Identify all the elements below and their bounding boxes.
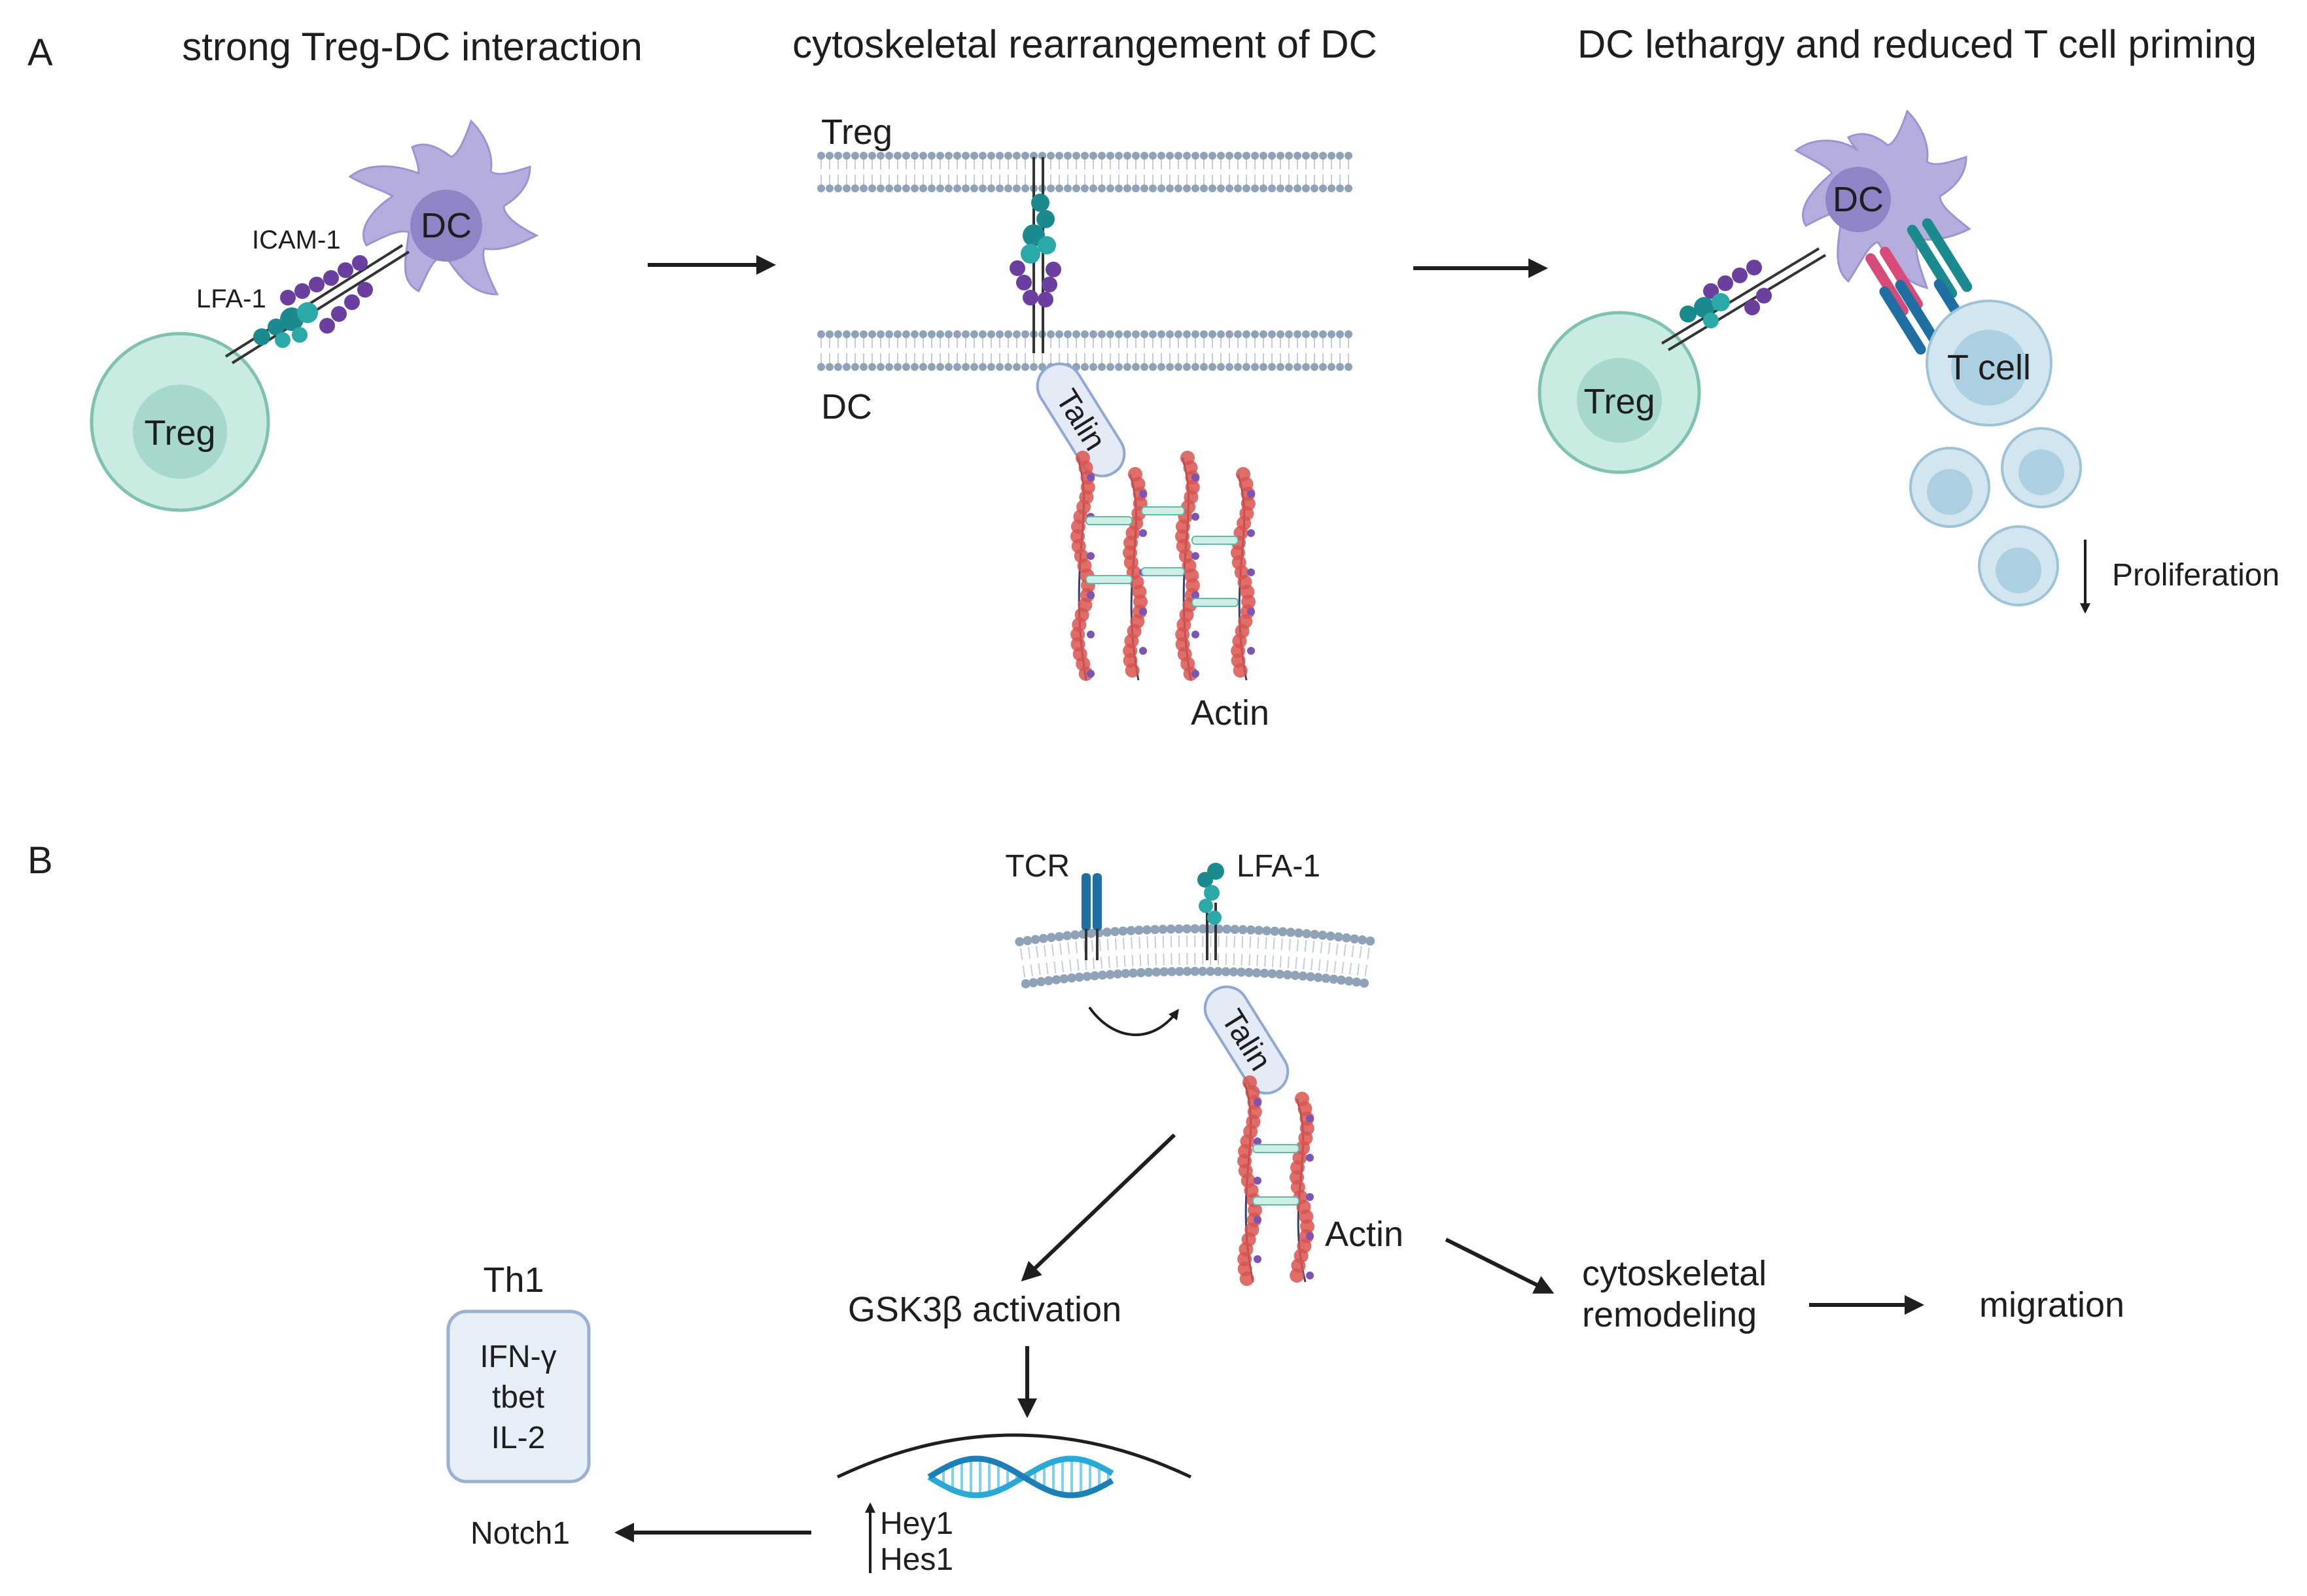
lfa1-label-left: LFA-1 [196,285,266,313]
gsk3b-activation-label: GSK3β activation [848,1290,1121,1329]
actin-label-middle: Actin [1191,693,1269,733]
dc-membrane [817,330,1352,371]
cytoskeletal-remodeling-line1: cytoskeletal [1582,1254,1767,1293]
treg-label-right: Treg [1583,382,1655,421]
treg-membrane-label: Treg [821,113,892,152]
hes1-label: Hes1 [880,1542,953,1577]
tcell-daughter-2 [2001,427,2082,508]
panel-a-title-middle: cytoskeletal rearrangement of DC [792,22,1377,66]
talin-protein-b: Talin [1203,985,1290,1095]
tcr-receptor-b [1082,873,1102,960]
actin-label-b: Actin [1325,1215,1403,1254]
treg-cell-right [1538,311,1701,474]
tcell-daughter-1 [1909,447,1990,528]
lfa1-label-b: LFA-1 [1237,849,1320,884]
icam1-label: ICAM-1 [252,226,341,254]
actin-filaments-b [1237,1075,1314,1286]
actin-filaments-middle [1070,451,1256,681]
dna-helix-icon [927,1455,1114,1499]
lfa1-icam1-complex-left [224,244,410,364]
panel-a-title-left: strong Treg-DC interaction [182,25,643,69]
hey1-label: Hey1 [880,1506,953,1541]
panel-a-title-right: DC lethargy and reduced T cell priming [1577,22,2257,66]
dc-cell-right [1794,109,1971,290]
treg-membrane [817,152,1352,192]
dc-lethargy-scene: Treg DC [1538,109,2280,614]
proliferation-label: Proliferation [2112,558,2280,593]
migration-label: migration [1979,1285,2124,1325]
lfa1-receptor-b [1197,863,1224,960]
curved-membrane-b [1015,924,1375,989]
th1-item-tbet: tbet [492,1380,544,1415]
treg-label-left: Treg [144,413,215,453]
dc-label-right: DC [1833,180,1884,219]
arrow-to-gsk3b [1021,1133,1176,1282]
th1-label: Th1 [483,1260,544,1300]
th1-item-ifng: IFN-γ [480,1340,556,1374]
treg-dc-interaction-scene: Treg DC ICAM-1 LFA-1 [90,119,539,512]
tcell-label: T cell [1947,348,2031,387]
panel-a-letter: A [27,31,53,74]
receptor-pair-middle [1010,157,1061,353]
nuclear-envelope [836,1433,1192,1479]
curved-activation-arrow [1088,1006,1179,1036]
lfa1-icam1-complex-right [1661,247,1827,351]
cytoskeletal-remodeling-line2: remodeling [1582,1295,1757,1334]
arrow-actin-to-remodeling [1445,1238,1555,1294]
dc-cell-left [348,119,539,296]
treg-cell-left [90,332,270,512]
synapse-scene: Treg DC Talin Actin [817,113,1352,733]
th1-item-il2: IL-2 [491,1421,546,1455]
tcell-main [1926,300,2052,426]
tcr-mhc-complex-right [1865,218,1974,355]
notch1-label: Notch1 [470,1516,570,1551]
tcell-daughter-3 [1978,525,2059,606]
th1-cytokine-box [446,1310,591,1483]
dc-membrane-label: DC [821,387,872,426]
panel-b-letter: B [27,839,53,882]
dc-label-left: DC [421,206,472,245]
tcr-label: TCR [1005,849,1070,884]
